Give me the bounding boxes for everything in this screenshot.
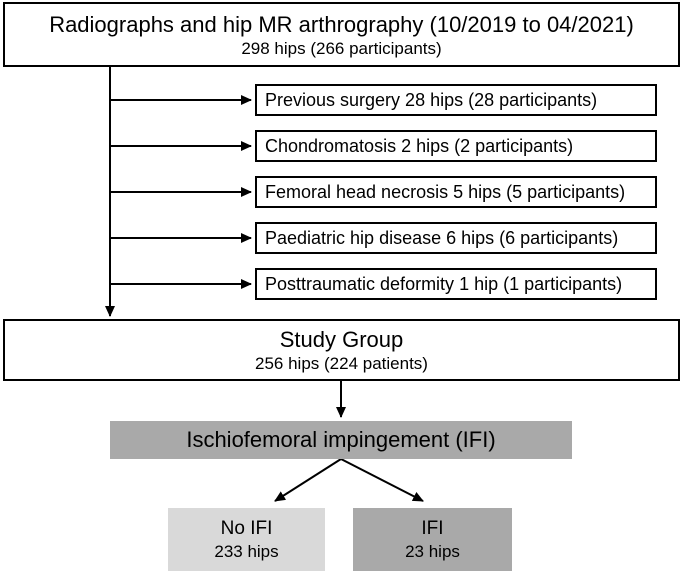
outcome-no-ifi-title: No IFI (220, 518, 273, 539)
outcome-ifi-subtitle: 23 hips (405, 542, 460, 561)
exclusion-label: Posttraumatic deformity 1 hip (1 partici… (265, 273, 623, 294)
study-group-title: Study Group (279, 327, 404, 352)
exclusion-label: Previous surgery 28 hips (28 participant… (265, 89, 598, 110)
outcome-ifi-title: IFI (421, 518, 444, 539)
outcome-box-no-ifi: No IFI 233 hips (168, 508, 325, 571)
arrow-ifi-to-no-ifi (274, 458, 342, 502)
study-group-box: Study Group 256 hips (224 patients) (3, 319, 680, 381)
exclusion-box-chondromatosis: Chondromatosis 2 hips (2 participants) (255, 130, 657, 162)
arrow-ifi-to-ifi (340, 458, 424, 502)
enrollment-subtitle: 298 hips (266 participants) (241, 38, 442, 58)
outcome-no-ifi-subtitle: 233 hips (214, 542, 279, 561)
exclusion-box-femoral-head-necrosis: Femoral head necrosis 5 hips (5 particip… (255, 176, 657, 208)
exclusion-label: Chondromatosis 2 hips (2 participants) (265, 135, 574, 156)
exclusion-box-previous-surgery: Previous surgery 28 hips (28 participant… (255, 84, 657, 116)
enrollment-title: Radiographs and hip MR arthrography (10/… (49, 11, 634, 37)
ifi-classification-bar: Ischiofemoral impingement (IFI) (110, 421, 572, 459)
exclusion-box-paediatric-hip-disease: Paediatric hip disease 6 hips (6 partici… (255, 222, 657, 254)
ifi-classification-label: Ischiofemoral impingement (IFI) (186, 427, 496, 452)
exclusion-label: Femoral head necrosis 5 hips (5 particip… (265, 181, 626, 202)
outcome-box-ifi: IFI 23 hips (353, 508, 512, 571)
exclusion-label: Paediatric hip disease 6 hips (6 partici… (265, 227, 619, 248)
study-group-subtitle: 256 hips (224 patients) (255, 354, 428, 373)
exclusion-box-posttraumatic-deformity: Posttraumatic deformity 1 hip (1 partici… (255, 268, 657, 300)
enrollment-box: Radiographs and hip MR arthrography (10/… (3, 2, 680, 67)
